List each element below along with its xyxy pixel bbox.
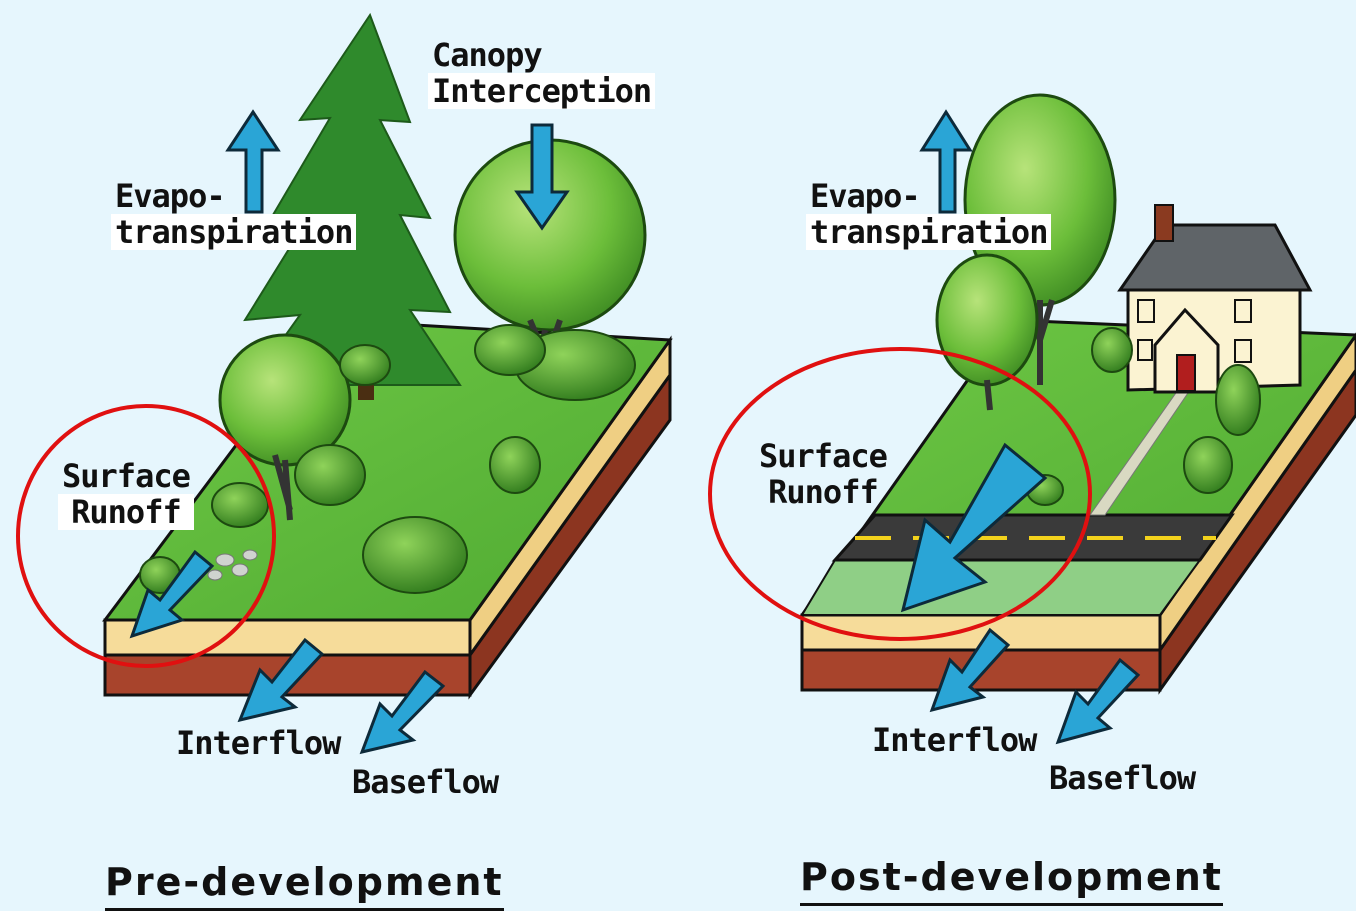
post-runoff-highlight-circle (708, 347, 1092, 641)
pre-canopy-arrow (514, 123, 570, 231)
pre-canopy-line1: Canopy (432, 36, 543, 74)
post-development-block (708, 93, 1356, 745)
pre-surface-runoff-label: Surface Runoff (58, 458, 194, 530)
pre-development-caption: Pre-development (105, 860, 504, 911)
pre-surface-line1: Surface (62, 457, 191, 495)
post-evapotranspiration-label: Evapo- transpiration (806, 177, 1052, 250)
post-evap-line1: Evapo- (810, 177, 921, 215)
pre-canopy-line2: Interception (428, 73, 656, 109)
post-surface-runoff-label: Surface Runoff (755, 438, 891, 510)
post-front-strip (800, 559, 1202, 616)
pebbles (207, 549, 258, 581)
post-runoff-arrow (900, 442, 1048, 613)
deciduous-tree-icon (218, 333, 352, 521)
post-evap-line2: transpiration (806, 214, 1052, 250)
road-icon (831, 513, 1235, 562)
pre-interflow-text: Interflow (176, 724, 341, 762)
deciduous-tree-icon (935, 253, 1039, 411)
pre-interflow-label: Interflow (172, 725, 344, 761)
pre-evap-line1: Evapo- (111, 178, 229, 214)
post-surface-line2: Runoff (768, 473, 879, 511)
pre-development-block (16, 12, 673, 755)
post-evap-arrow (919, 109, 973, 214)
pre-baseflow-label: Baseflow (348, 764, 502, 800)
pre-baseflow-text: Baseflow (352, 763, 499, 801)
post-interflow-text: Interflow (872, 721, 1037, 759)
pre-canopy-interception-label: Canopy Interception (428, 36, 656, 109)
shrub-icon (1026, 327, 1261, 506)
pre-evap-line2: transpiration (111, 214, 357, 250)
post-interflow-label: Interflow (868, 722, 1040, 758)
post-baseflow-text: Baseflow (1049, 759, 1196, 797)
shrub-icon (139, 324, 636, 594)
pre-interflow-arrow (237, 637, 325, 723)
pre-baseflow-arrow (359, 669, 446, 755)
post-baseflow-label: Baseflow (1045, 760, 1199, 796)
post-baseflow-arrow (1055, 657, 1141, 745)
pre-evapotranspiration-label: Evapo- transpiration (111, 178, 357, 250)
pre-surface-line2: Runoff (58, 494, 194, 530)
house-icon (1117, 204, 1313, 394)
pre-runoff-highlight-circle (16, 404, 276, 668)
pre-runoff-arrow (129, 549, 215, 639)
flow-arrow-icon (900, 109, 1141, 745)
pre-evap-arrow (225, 109, 281, 214)
post-development-caption: Post-development (800, 855, 1223, 906)
flow-arrow-icon (129, 109, 570, 755)
post-surface-line1: Surface (759, 437, 888, 475)
post-interflow-arrow (929, 627, 1011, 713)
